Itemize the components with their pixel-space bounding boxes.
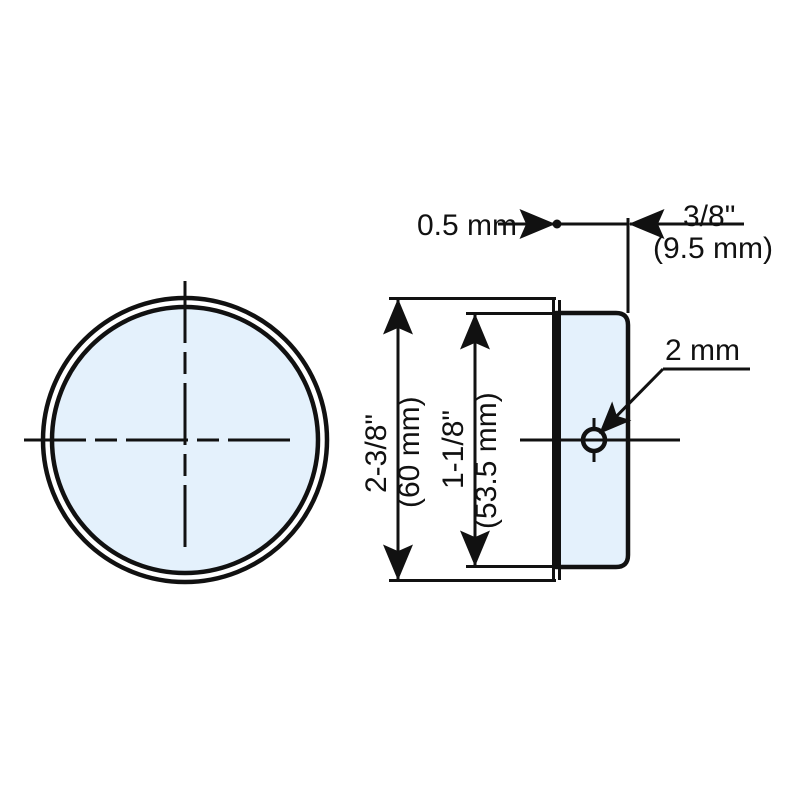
front-view-circle xyxy=(24,281,346,600)
depth-dimension-label-metric: (9.5 mm) xyxy=(653,232,773,265)
outer-diameter-label-metric: (60 mm) xyxy=(393,396,426,508)
hole-dimension-label: 2 mm xyxy=(665,334,740,367)
inner-diameter-label-imperial: 1-1/8" xyxy=(437,410,470,489)
hole-leader-group: 2 mm xyxy=(598,334,750,435)
depth-dimension-label-imperial: 3/8" xyxy=(683,200,735,233)
top-dimension-group: 0.5 mm 3/8" (9.5 mm) xyxy=(417,200,773,313)
outer-diameter-label-imperial: 2-3/8" xyxy=(360,414,393,493)
inner-diameter-label-metric: (53.5 mm) xyxy=(470,392,503,529)
hole-leader-line xyxy=(598,367,665,435)
thickness-dimension-point xyxy=(552,219,562,229)
vertical-dimension-group: 2-3/8" (60 mm) 1-1/8" (53.5 mm) xyxy=(360,297,556,582)
side-view xyxy=(520,300,680,580)
thickness-dimension-label: 0.5 mm xyxy=(417,209,517,242)
